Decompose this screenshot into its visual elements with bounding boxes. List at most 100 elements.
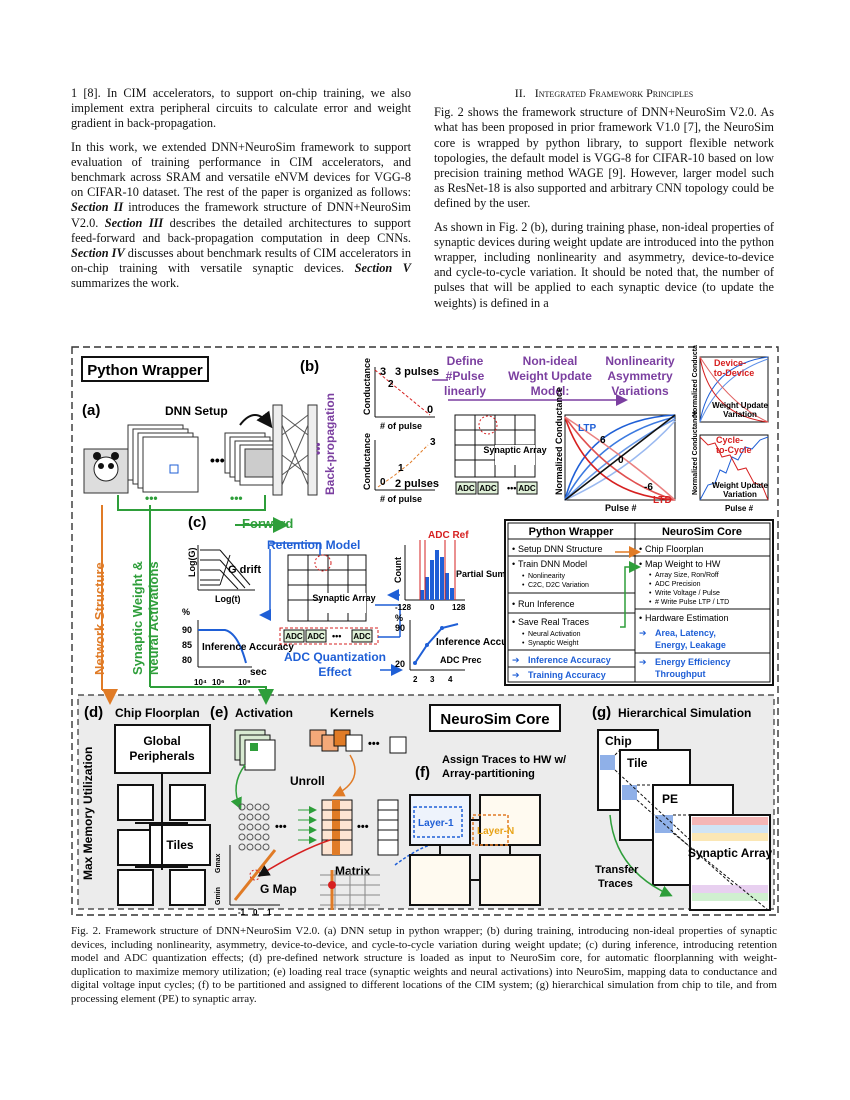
left-column: 1 [8]. In CIM accelerators, to support o… [71,86,411,300]
right-paragraph-2: As shown in Fig. 2 (b), during training … [434,219,774,310]
svg-text:to-Cycle: to-Cycle [716,445,752,455]
synaptic-array-c: Synaptic Array ADC ADC ••• ADC [279,554,379,645]
svg-text:1: 1 [267,908,272,917]
synaptic-weight-label: Synaptic Weight & [130,561,145,675]
panda-ear [111,452,119,460]
retention-plot: G drift Log(G) Log(t) [187,545,261,604]
svg-text:Inference Accuracy: Inference Accuracy [528,655,611,665]
figure-border [71,346,779,916]
section-ref: Section III [104,215,164,230]
svg-text:%: % [395,613,403,623]
panel-label-a: (a) [82,402,100,419]
figure-2: Python Wrapper (a) DNN Setup ••• ••• Bac… [70,345,780,917]
section-number: II. [514,86,526,100]
framework-diagram: Python Wrapper (a) DNN Setup ••• ••• Bac… [71,345,779,917]
section-ref: Section II [71,200,124,215]
svg-text:•: • [649,599,652,606]
svg-text:PE: PE [662,792,678,806]
svg-text:Normalized Conductance: Normalized Conductance [692,345,699,417]
svg-text:10⁹: 10⁹ [238,678,251,687]
kernel-window [169,464,179,474]
svg-text:LTD: LTD [653,495,672,506]
svg-text:Traces: Traces [598,878,633,890]
right-column: II. Integrated Framework Principles Fig.… [434,86,774,319]
svg-text:Map Weight to HW: Map Weight to HW [645,559,721,569]
svg-text:Train DNN Model: Train DNN Model [518,559,587,569]
svg-text:-1: -1 [238,908,246,917]
svg-text:LTP: LTP [578,423,596,434]
weight-matrix: ••• [321,799,399,856]
svg-text:•: • [639,544,642,554]
text-run: introduces the framework structure of DN… [71,200,411,230]
svg-text:85: 85 [182,640,192,650]
svg-text:•••: ••• [357,821,369,833]
svg-text:➔: ➔ [639,657,647,667]
adc-precision-plot: % 90 20 Inference Accuracy ADC Prec 2 3 … [395,613,528,684]
svg-text:Effect: Effect [318,665,351,679]
activation-label: Activation [235,706,293,720]
panda-ear [93,452,101,460]
panda-eye [108,463,114,469]
crossbar-small [320,870,380,910]
svg-text:3: 3 [430,437,436,448]
device-to-device-plot: Device- to-Device Weight Update Variatio… [692,345,769,423]
svg-text:Conductance: Conductance [362,433,372,490]
svg-text:•: • [522,582,525,589]
section-heading: II. Integrated Framework Principles [434,86,774,101]
nonideal-label: Non-ideal Weight Update Model: [508,354,592,398]
section-ref: Section IV [71,246,125,261]
svg-text:Synaptic Array: Synaptic Array [483,445,546,455]
svg-text:# of pulse: # of pulse [380,494,422,504]
inference-accuracy-plot: % 90 85 80 Inference Accuracy sec 10⁴ 10… [182,607,294,687]
svg-text:Save Real Traces: Save Real Traces [518,617,590,627]
svg-text:Synaptic Weight: Synaptic Weight [528,640,579,647]
svg-text:3: 3 [380,366,386,378]
panda-face [93,456,119,482]
svg-text:10⁴: 10⁴ [194,678,207,687]
activation-stack [234,729,276,771]
svg-text:80: 80 [182,655,192,665]
svg-text:Chip: Chip [605,734,632,748]
svg-text:0: 0 [380,477,386,488]
forward-label: Forward [242,516,293,531]
neurosim-core-title: NeuroSim Core [440,711,549,728]
max-memory-label: Max Memory Utilization [81,747,95,880]
svg-text:C2C, D2C Variation: C2C, D2C Variation [528,582,589,589]
svg-text:3: 3 [430,675,435,684]
retention-model-label: Retention Model [267,538,360,552]
svg-text:Variation: Variation [723,410,757,419]
pulses-3-label: 3 pulses [395,366,439,378]
svg-text:1: 1 [398,463,404,474]
svg-text:Nonlinearity: Nonlinearity [605,354,675,368]
pulse-plot-3: 3 2 0 3 pulses Conductance # of pulse [362,358,439,431]
panel-label-d: (d) [84,704,103,721]
svg-text:•••: ••• [275,821,287,833]
svg-text:-128: -128 [395,603,412,612]
panel-label-b: (b) [300,358,319,375]
svg-text:20: 20 [395,659,405,669]
panel-label-c: (c) [188,514,206,531]
svg-text:Tiles: Tiles [166,838,193,852]
nonlinearity-plot: LTP 6 0 -6 LTD Normalized Conductance Pu… [554,387,676,513]
svg-text:Non-ideal: Non-ideal [523,354,578,368]
svg-text:Layer-1: Layer-1 [418,818,454,829]
svg-text:Chip Floorplan: Chip Floorplan [645,544,704,554]
svg-text:•••: ••• [230,491,243,505]
svg-text:Inference Accuracy: Inference Accuracy [436,637,528,648]
svg-text:10⁶: 10⁶ [212,678,225,687]
svg-text:-6: -6 [644,482,653,493]
svg-text:# of pulse: # of pulse [380,421,422,431]
svg-text:Area, Latency,: Area, Latency, [655,628,716,638]
text-run: discusses about benchmark results of CIM… [71,246,411,276]
feature-maps-1 [127,424,199,493]
svg-text:Partial Sum: Partial Sum [456,569,506,579]
forward-path [117,495,266,511]
svg-text:Model:: Model: [531,384,570,398]
svg-text:ADC: ADC [518,484,536,493]
svg-text:•: • [512,559,515,569]
svg-text:sec: sec [250,667,267,678]
svg-text:Weight Update: Weight Update [712,481,768,490]
svg-text:Tile: Tile [627,756,648,770]
section-title: Integrated Framework Principles [534,86,694,100]
svg-text:4: 4 [448,675,453,684]
